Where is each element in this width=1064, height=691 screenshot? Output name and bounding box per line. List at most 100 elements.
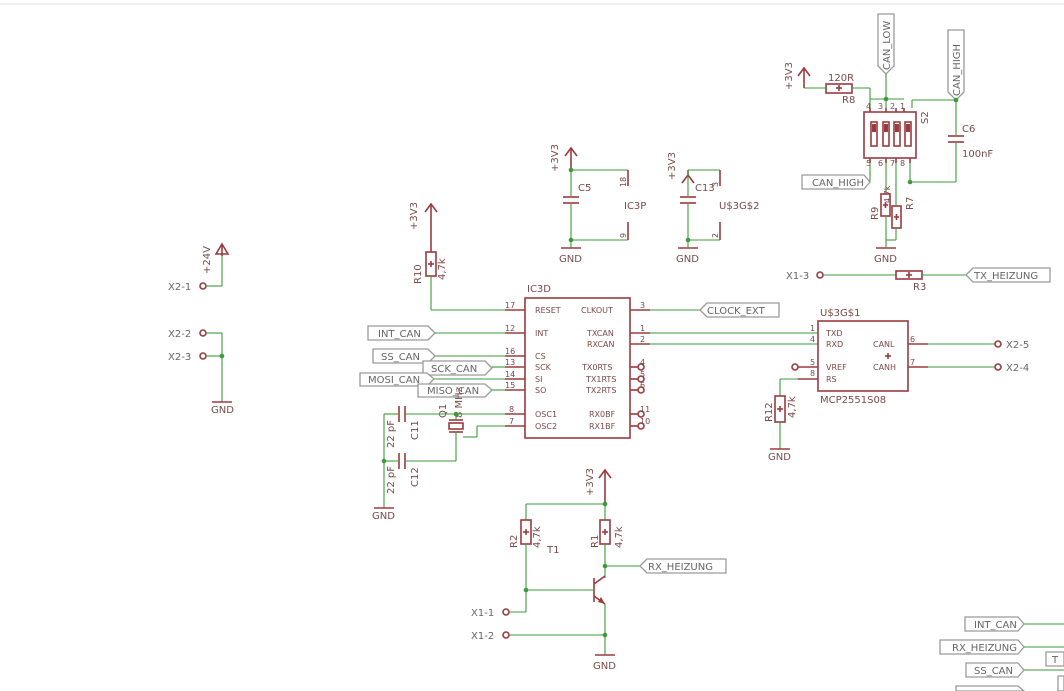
- net-label-can-high-top[interactable]: CAN_HIGH: [947, 29, 965, 101]
- resistor-r1[interactable]: R1 4,7k: [590, 519, 625, 548]
- power-block-ic3p[interactable]: 18 9 IC3P: [619, 170, 646, 240]
- svg-text:SS_CAN: SS_CAN: [381, 352, 420, 363]
- svg-text:6: 6: [910, 335, 915, 344]
- dip-switch-s2[interactable]: 4 3 2 1 5 6 7 8 S2: [863, 102, 931, 168]
- svg-text:8: 8: [509, 405, 514, 414]
- supply-plus3v3-r8: +3V3: [784, 62, 811, 90]
- svg-text:4,7k: 4,7k: [787, 396, 798, 418]
- connector-x1-2[interactable]: X1-2: [471, 631, 608, 642]
- net-label-tx-heizung[interactable]: TX_HEIZUNG: [965, 267, 1051, 283]
- svg-text:CANL: CANL: [873, 340, 895, 349]
- svg-text:CAN_LOW: CAN_LOW: [882, 21, 893, 70]
- ic-mcp2551[interactable]: U$3G$1 1 4 5 8 6 7 TXD RXD VREF RS CANL …: [798, 308, 928, 406]
- svg-text:X1-1: X1-1: [471, 608, 494, 619]
- svg-text:RESET: RESET: [535, 306, 561, 315]
- net-label-clock-ext[interactable]: CLOCK_EXT: [699, 302, 780, 318]
- svg-text:RX_HEIZUNG: RX_HEIZUNG: [648, 562, 713, 573]
- net-label-miso-can-br-partial[interactable]: [955, 685, 1026, 691]
- svg-text:TX0RTS: TX0RTS: [581, 363, 612, 372]
- svg-text:IC3D: IC3D: [527, 284, 551, 295]
- net-label-partial-box[interactable]: [1057, 675, 1064, 691]
- svg-text:C12: C12: [410, 467, 421, 487]
- svg-text:R3: R3: [913, 282, 926, 293]
- svg-text:X1-2: X1-2: [471, 631, 494, 642]
- svg-text:2: 2: [640, 335, 645, 344]
- svg-text:IC3P: IC3P: [624, 201, 646, 212]
- svg-text:+3V3: +3V3: [409, 202, 420, 230]
- net-label-can-high-mid[interactable]: CAN_HIGH: [801, 174, 871, 190]
- svg-text:TX2RTS: TX2RTS: [585, 386, 616, 395]
- svg-text:SCK_CAN: SCK_CAN: [431, 364, 477, 375]
- connector-x1-1[interactable]: X1-1: [471, 608, 526, 619]
- net-label-rx-heizung-br[interactable]: RX_HEIZUNG: [939, 639, 1064, 655]
- svg-text:+3V3: +3V3: [784, 62, 795, 90]
- power-block-u3g2[interactable]: 3 2 U$3G$2: [711, 170, 760, 240]
- resistor-r12[interactable]: R12 4,7k: [764, 395, 798, 423]
- svg-text:4,7k: 4,7k: [437, 258, 448, 280]
- capacitor-c13[interactable]: C13: [680, 183, 715, 240]
- supply-plus3v3-t1: +3V3: [585, 468, 612, 504]
- svg-text:R12: R12: [764, 402, 775, 422]
- svg-text:X2-1: X2-1: [168, 282, 191, 293]
- connector-x2-1[interactable]: X2-1: [168, 256, 223, 293]
- connector-x2-5[interactable]: X2-5: [994, 340, 1029, 351]
- net-label-sck-can[interactable]: SCK_CAN: [422, 360, 505, 376]
- svg-text:16: 16: [505, 347, 515, 356]
- svg-text:MOSI_CAN: MOSI_CAN: [368, 375, 420, 386]
- capacitor-c5[interactable]: C5: [563, 170, 591, 240]
- resistor-r3[interactable]: R3: [895, 270, 926, 293]
- svg-text:SO: SO: [535, 386, 546, 395]
- net-label-ss-can-br[interactable]: SS_CAN: [965, 662, 1064, 678]
- svg-text:RS: RS: [826, 375, 837, 384]
- svg-text:T: T: [1051, 655, 1059, 666]
- net-label-mosi-can[interactable]: MOSI_CAN: [359, 372, 505, 387]
- svg-text:8: 8: [900, 159, 905, 168]
- svg-text:+24V: +24V: [202, 246, 213, 274]
- svg-text:3: 3: [640, 301, 645, 310]
- svg-text:R8: R8: [842, 95, 855, 106]
- connector-x1-3[interactable]: X1-3: [786, 271, 896, 282]
- resistor-r8[interactable]: 120R R8: [825, 73, 855, 106]
- svg-text:RXD: RXD: [826, 340, 843, 349]
- svg-text:7: 7: [910, 358, 915, 367]
- svg-text:INT: INT: [535, 329, 548, 338]
- net-label-rx-heizung-mid[interactable]: RX_HEIZUNG: [639, 558, 727, 574]
- svg-text:C5: C5: [578, 183, 591, 194]
- svg-text:8: 8: [810, 369, 815, 378]
- svg-text:7: 7: [509, 417, 514, 426]
- connector-x2-2[interactable]: X2-2: [168, 329, 222, 340]
- svg-text:9: 9: [619, 233, 628, 238]
- svg-text:100nF: 100nF: [962, 149, 993, 160]
- connector-x2-4[interactable]: X2-4: [994, 363, 1029, 374]
- svg-text:MISO_CAN: MISO_CAN: [427, 386, 479, 397]
- net-label-int-can[interactable]: INT_CAN: [367, 325, 505, 341]
- svg-text:TXCAN: TXCAN: [586, 329, 614, 338]
- svg-text:15: 15: [505, 381, 515, 390]
- net-label-can-low-top[interactable]: CAN_LOW: [877, 13, 895, 75]
- svg-text:GND: GND: [874, 254, 897, 265]
- svg-text:14: 14: [505, 370, 515, 379]
- transistor-t1[interactable]: [593, 575, 606, 605]
- connector-x2-3[interactable]: X2-3: [168, 333, 225, 402]
- svg-text:X2-2: X2-2: [168, 329, 191, 340]
- svg-text:TX1RTS: TX1RTS: [585, 375, 616, 384]
- capacitor-c11[interactable]: C11: [384, 406, 455, 440]
- svg-text:RX1BF: RX1BF: [589, 422, 616, 431]
- resistor-r2[interactable]: R2 4,7k: [509, 519, 543, 548]
- svg-text:12: 12: [505, 324, 515, 333]
- svg-text:4,7k: 4,7k: [532, 526, 543, 548]
- capacitor-c12[interactable]: C12: [384, 453, 456, 487]
- net-label-miso-can[interactable]: MISO_CAN: [417, 383, 505, 398]
- net-label-int-can-br[interactable]: INT_CAN: [964, 616, 1064, 632]
- svg-text:5: 5: [810, 358, 815, 367]
- svg-text:TX_HEIZUNG: TX_HEIZUNG: [973, 271, 1038, 282]
- net-label-partial-t[interactable]: T: [1045, 651, 1064, 667]
- supply-plus3v3-r10: +3V3: [409, 202, 438, 252]
- svg-text:RXCAN: RXCAN: [587, 340, 615, 349]
- svg-text:R9: R9: [870, 207, 881, 220]
- capacitor-c6[interactable]: C6 100nF: [948, 124, 993, 182]
- ic-ic3d[interactable]: IC3D 17 12 16 13 14 15 8 7 RESET INT CS …: [505, 284, 650, 439]
- svg-text:CS: CS: [535, 352, 546, 361]
- net-label-ss-can[interactable]: SS_CAN: [372, 348, 505, 364]
- svg-text:R2: R2: [509, 535, 520, 548]
